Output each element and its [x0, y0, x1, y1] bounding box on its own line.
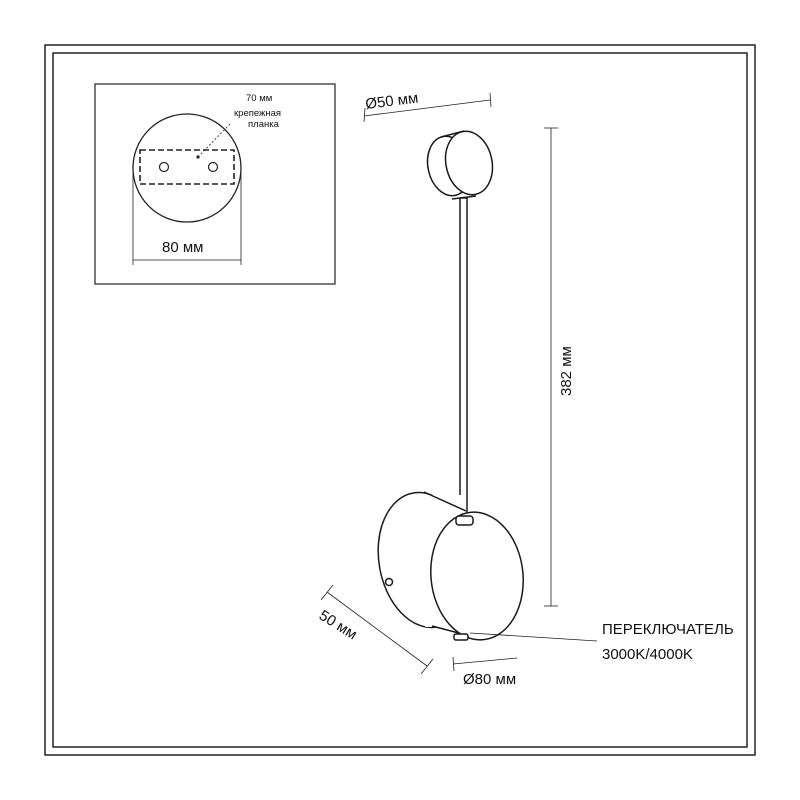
inset-box — [94, 83, 336, 285]
screw-hole-left — [158, 161, 170, 173]
bottom-dim-line — [452, 657, 518, 665]
switch-label-line2: 3000K/4000K — [602, 646, 693, 663]
depth-dim-line — [326, 591, 428, 667]
plate-label-line1: крепежная — [234, 108, 281, 119]
height-label: 382 мм — [558, 346, 575, 396]
base-circle — [132, 113, 242, 223]
inner-frame — [52, 52, 748, 748]
depth-tick-2 — [420, 658, 434, 675]
top-diameter-dim: Ø50 мм — [363, 90, 492, 123]
bottom-edge-top — [423, 491, 467, 512]
switch-callout: ПЕРЕКЛЮЧАТЕЛЬ 3000K/4000K — [469, 621, 734, 663]
bottom-dim-tick — [452, 656, 455, 672]
screw-hole-right — [207, 161, 219, 173]
depth-label: 50 мм — [316, 607, 360, 643]
top-dim-line — [363, 99, 491, 117]
switch-leader — [469, 632, 598, 642]
switch-label-line1: ПЕРЕКЛЮЧАТЕЛЬ — [602, 621, 734, 638]
switch-button — [453, 633, 469, 641]
bottom-diameter-dim: Ø80 мм — [452, 656, 518, 688]
top-dim-tick-left — [363, 107, 366, 123]
stem — [459, 197, 468, 521]
depth-tick-1 — [320, 584, 334, 601]
top-head-face — [444, 130, 494, 196]
height-dim: 382 мм — [544, 127, 575, 607]
mounting-plate — [139, 149, 235, 185]
lamp — [377, 130, 524, 641]
top-dimension-label: 70 мм — [246, 93, 272, 104]
stem-collar — [455, 515, 474, 526]
bottom-diameter-label: Ø80 мм — [463, 671, 516, 688]
outer-frame — [44, 44, 756, 756]
plate-label-line2: планка — [248, 119, 280, 130]
top-diameter-label: Ø50 мм — [364, 90, 419, 113]
side-screw — [384, 577, 394, 587]
top-dim-tick-right — [489, 92, 492, 108]
bottom-face — [430, 511, 524, 641]
mounting-inset: 70 мм крепежная планка 80 мм — [94, 83, 336, 285]
width-dimension-label: 80 мм — [162, 239, 203, 256]
